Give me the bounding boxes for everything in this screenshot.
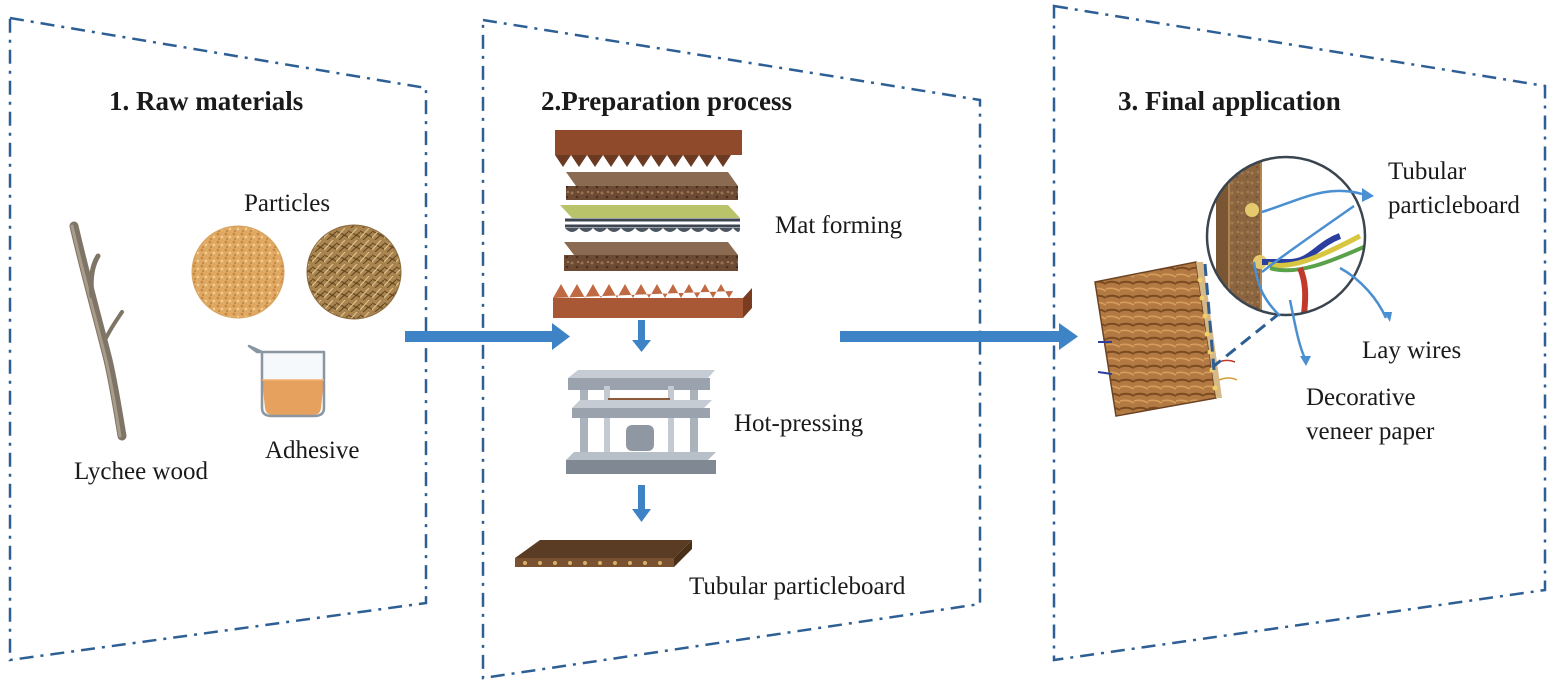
particleboard-icon — [515, 540, 692, 567]
sawdust-particles-icon — [191, 225, 285, 319]
process-arrow-down-2 — [632, 485, 651, 522]
magnifier-circle-icon — [1205, 155, 1367, 317]
panel-frame-application — [1052, 4, 1547, 662]
label-decorative-line1: Decorative — [1306, 384, 1416, 411]
wood-mat-layers-icon — [553, 130, 752, 318]
label-hot-pressing: Hot-pressing — [734, 410, 864, 437]
panel-title-raw-materials: 1. Raw materials — [109, 86, 304, 116]
fiber-particles-icon — [306, 224, 402, 320]
label-tubular-line2: particleboard — [1388, 192, 1520, 219]
callout-arrows — [1252, 189, 1388, 361]
label-decorative-line2: veneer paper — [1306, 418, 1435, 445]
panel-title-application: 3. Final application — [1118, 86, 1341, 116]
beaker-icon — [247, 344, 326, 418]
flow-arrow-1 — [405, 323, 570, 350]
label-product: Tubular particleboard — [689, 573, 906, 600]
process-arrow-down-1 — [632, 320, 651, 352]
flow-arrow-2 — [840, 323, 1078, 350]
panel-frame-raw-materials — [8, 16, 428, 662]
hot-press-machine-icon — [566, 370, 716, 474]
callout-arrowheads — [1300, 188, 1392, 366]
label-particles: Particles — [244, 190, 331, 217]
label-adhesive: Adhesive — [265, 437, 360, 464]
wooden-panel-icon — [1094, 261, 1238, 417]
panel-title-preparation: 2.Preparation process — [541, 86, 792, 116]
label-lay-wires: Lay wires — [1362, 337, 1462, 364]
zoom-lines — [1203, 263, 1281, 371]
label-lychee-wood: Lychee wood — [74, 458, 208, 485]
label-mat-forming: Mat forming — [775, 212, 903, 239]
lychee-branch-icon — [69, 221, 127, 441]
label-tubular-line1: Tubular — [1388, 158, 1467, 185]
